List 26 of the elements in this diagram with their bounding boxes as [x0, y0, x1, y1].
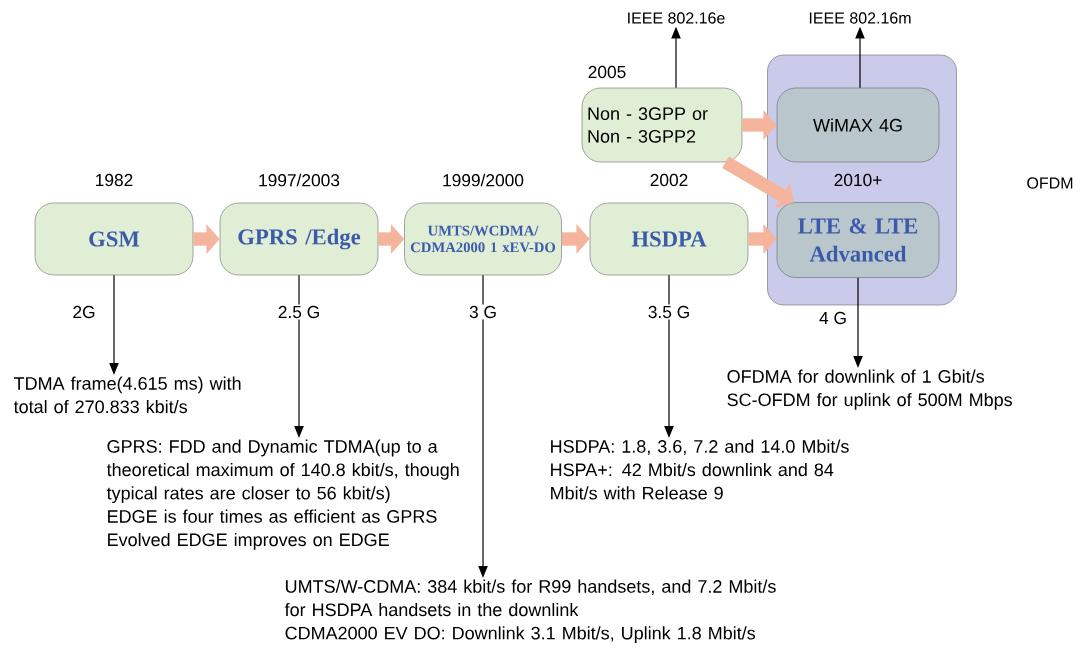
year-label: 2005	[588, 65, 626, 79]
edge-label: 4 G	[817, 310, 849, 326]
year-label: 1999/2000	[443, 173, 524, 187]
year-label: 1997/2003	[259, 173, 340, 187]
note-text: GPRS: FDD and Dynamic TDMA(up to a theoretical maximum of 140.8 kbit/s, though typical rates are closer to 56 kbit/s) EDGE is four times as efficient as GPRS Evolved EDGE improves on EDGE	[106, 439, 459, 550]
process-box: WiMAX 4G	[776, 87, 940, 163]
standard-label: IEEE 802.16e	[628, 12, 725, 24]
edge-label: 3 G	[467, 304, 499, 320]
process-box: GSM	[34, 202, 194, 276]
technology-label: OFDM	[1027, 177, 1073, 189]
process-box: GPRS /Edge	[219, 202, 379, 276]
note-text: UMTS/W-CDMA: 384 kbit/s for R99 handsets, and 7.2 Mbit/s for HSDPA handsets in the downlink CDMA2000 EV DO: Downlink 3.1 Mbit/s, Uplink 1.8 Mbit/s	[284, 579, 776, 644]
standard-label: IEEE 802.16m	[809, 12, 911, 24]
process-box: UMTS/WCDMA/ CDMA2000 1 xEV-DO	[404, 202, 562, 276]
note-text: TDMA frame(4.615 ms) with total of 270.833 kbit/s	[13, 376, 241, 414]
process-box: HSDPA	[589, 202, 749, 276]
process-box: LTE & LTE Advanced	[776, 202, 940, 278]
year-label: 1982	[96, 173, 133, 187]
year-label: 2010+	[834, 173, 882, 187]
edge-label: 2G	[71, 304, 97, 320]
edge-label: 2.5 G	[276, 304, 322, 320]
edge-label: 3.5 G	[646, 304, 692, 320]
note-text: HSDPA: 1.8, 3.6, 7.2 and 14.0 Mbit/s HSPA+: 42 Mbit/s downlink and 84 Mbit/s with Release 9	[551, 439, 849, 500]
note-text: OFDMA for downlink of 1 Gbit/s SC-OFDM for uplink of 500M Mbps	[727, 369, 1012, 410]
year-label: 2002	[650, 173, 688, 187]
process-box: Non - 3GPP or Non - 3GPP2	[581, 87, 743, 163]
